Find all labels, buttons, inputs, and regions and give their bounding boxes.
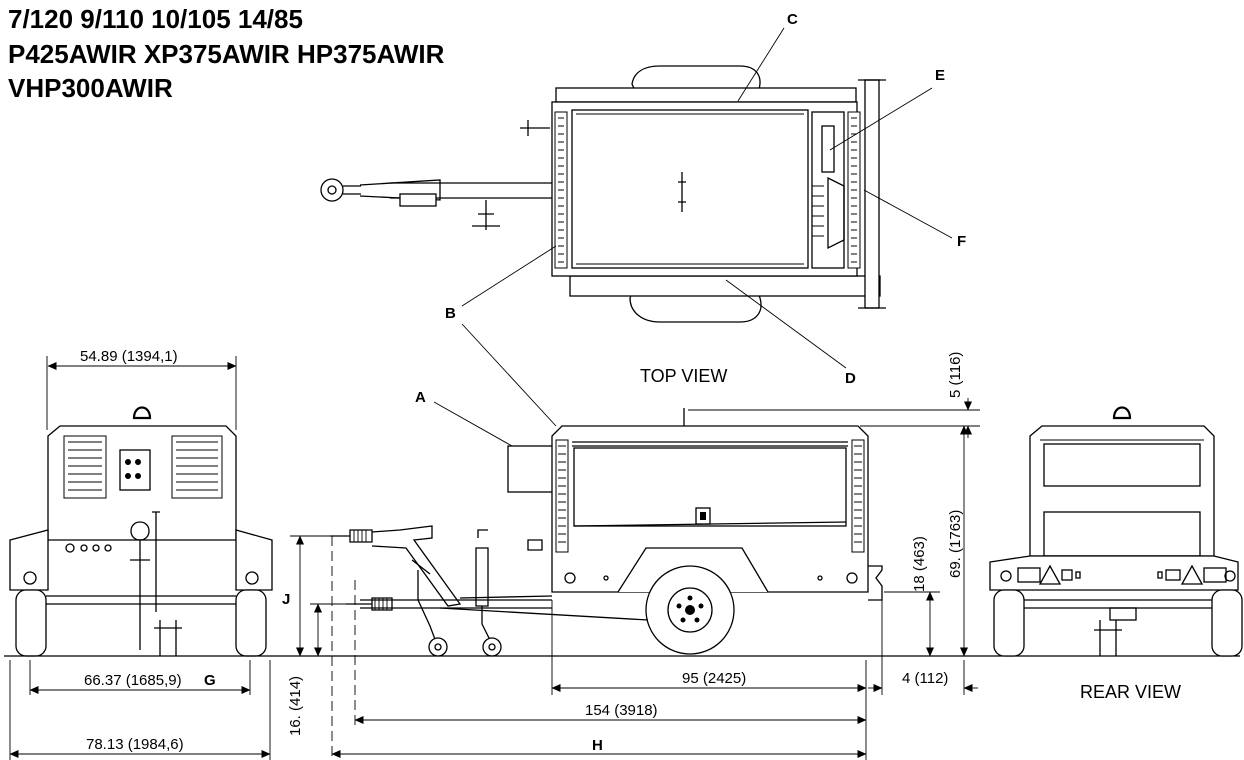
front-view-left-tire (15, 589, 47, 657)
dim-track-width: 66.37 (1685,9) (84, 672, 182, 689)
dim-bumper-height: 18 (463) (911, 536, 928, 592)
top-view-hitch-ring (320, 178, 344, 202)
callout-f: F (957, 233, 966, 250)
callout-e: E (935, 67, 945, 84)
rear-view-right-tire (1211, 589, 1243, 657)
dim-drawbar-height: 16. (414) (287, 676, 304, 736)
side-view-drawbar (360, 599, 552, 609)
rear-view: REAR VIEW (989, 406, 1243, 702)
dim-front-width: 54.89 (1394,1) (80, 348, 178, 365)
top-view-hood (571, 109, 809, 269)
dim-overall-width: 78.13 (1984,6) (86, 736, 184, 753)
header-model-line-1: 7/120 9/110 10/105 14/85 (8, 4, 303, 34)
front-view-right-tire (235, 589, 267, 657)
top-view-frame (551, 101, 858, 277)
dim-height-top: 5 (116) (947, 352, 964, 398)
side-view (330, 408, 883, 657)
rear-view-body (1029, 425, 1215, 557)
callout-h: H (592, 737, 603, 754)
rear-view-left-tire (993, 589, 1025, 657)
callout-c: C (787, 11, 798, 28)
dim-overall-length: 154 (3918) (585, 702, 658, 719)
rear-view-bumper (989, 555, 1239, 591)
dim-axle-length: 95 (2425) (682, 670, 746, 687)
callout-g: G (204, 672, 216, 689)
callout-a: A (415, 389, 426, 406)
dim-rear-overhang: 4 (112) (902, 670, 948, 687)
rear-view-title: REAR VIEW (1080, 682, 1181, 702)
front-view-dimensions: 54.89 (1394,1) 66.37 (1685,9) G 78.13 (1… (9, 348, 271, 760)
front-view (9, 406, 273, 657)
top-view-title: TOP VIEW (640, 366, 727, 386)
callout-j: J (282, 591, 290, 608)
top-view-lower-fender (569, 275, 881, 297)
side-view-component-a (507, 445, 555, 493)
side-view-dimensions: 5 (116) 69. (1763) 18 (463) 4 (112) 95 (… (282, 352, 980, 760)
front-view-right-fender (235, 529, 273, 591)
top-view-upper-fender (555, 87, 857, 103)
front-view-left-fender (9, 529, 49, 591)
header-model-line-2: P425AWIR XP375AWIR HP375AWIR (8, 39, 445, 69)
callout-b: B (445, 305, 456, 322)
dim-height-body: 69. (1763) (947, 510, 964, 578)
top-view (320, 65, 886, 323)
top-view-callouts: C E F B D TOP VIEW (445, 11, 966, 427)
callout-d: D (845, 370, 856, 387)
header-model-line-3: VHP300AWIR (8, 73, 173, 103)
